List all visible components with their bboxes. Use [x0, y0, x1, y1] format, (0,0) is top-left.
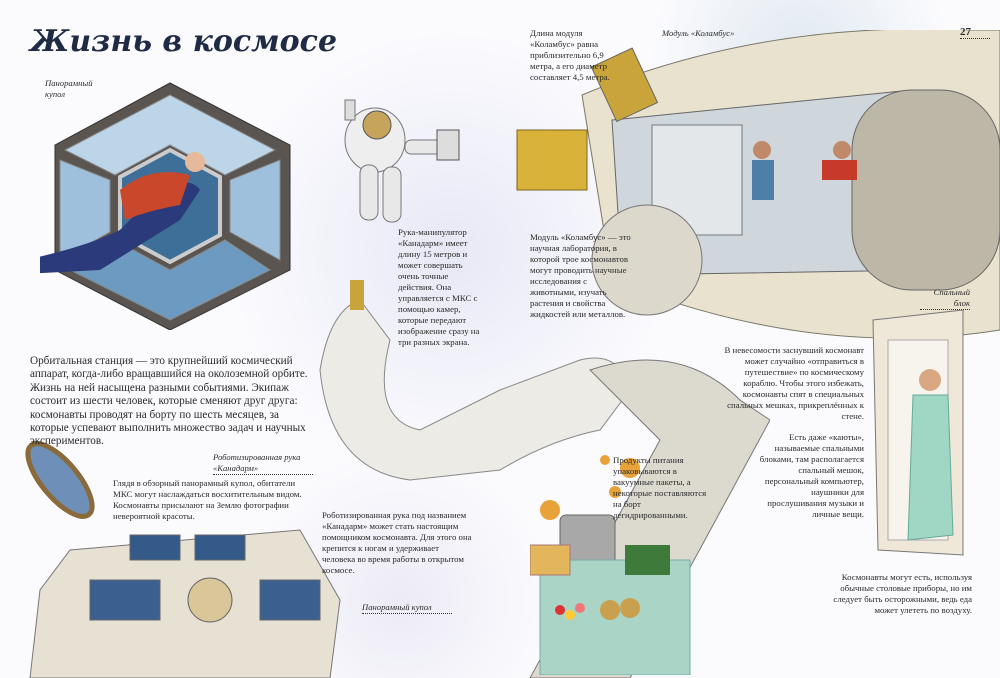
text-columbus-size: Длина модуля «Коламбус» равна приблизите… [530, 28, 610, 82]
cupola-exterior-illustration [25, 441, 341, 678]
text-canadarm-length: Рука-манипулятор «Канадарм» имеет длину … [398, 227, 480, 347]
cupola-window-illustration [40, 82, 291, 330]
label-cupola-bottom: Панорамный купол [362, 602, 452, 614]
text-sleep: В невесомости заснувший космонавт может … [724, 345, 864, 421]
text-eating: Космонавты могут есть, используя обычные… [833, 572, 972, 615]
text-cabins: Есть даже «каюты», называемые спальными … [759, 432, 864, 519]
text-cupola: Глядя в обзорный панорамный купол, обита… [113, 478, 302, 521]
food-tray-illustration [530, 455, 691, 675]
label-sleep-block: Спальный блок [920, 287, 970, 310]
page-number: 27 [960, 26, 990, 39]
page-title: Жизнь в космосе [30, 24, 338, 59]
columbus-module-illustration [516, 30, 1000, 339]
text-columbus-lab: Модуль «Коламбус» — это научная лаборато… [530, 232, 631, 319]
label-columbus: Модуль «Коламбус» [662, 28, 735, 38]
astronaut-illustration [344, 99, 460, 223]
text-food: Продукты питания упаковываются в вакуумн… [613, 455, 707, 520]
sleep-block-illustration [872, 310, 964, 556]
text-canadarm-helper: Роботизированная рука под названием «Кан… [322, 510, 472, 575]
label-cupola-top: Панорамный купол [45, 78, 93, 99]
intro-paragraph: Орбитальная станция — это крупнейший кос… [30, 355, 308, 448]
label-canadarm: Роботизированная рука «Канадарм» [213, 452, 313, 475]
